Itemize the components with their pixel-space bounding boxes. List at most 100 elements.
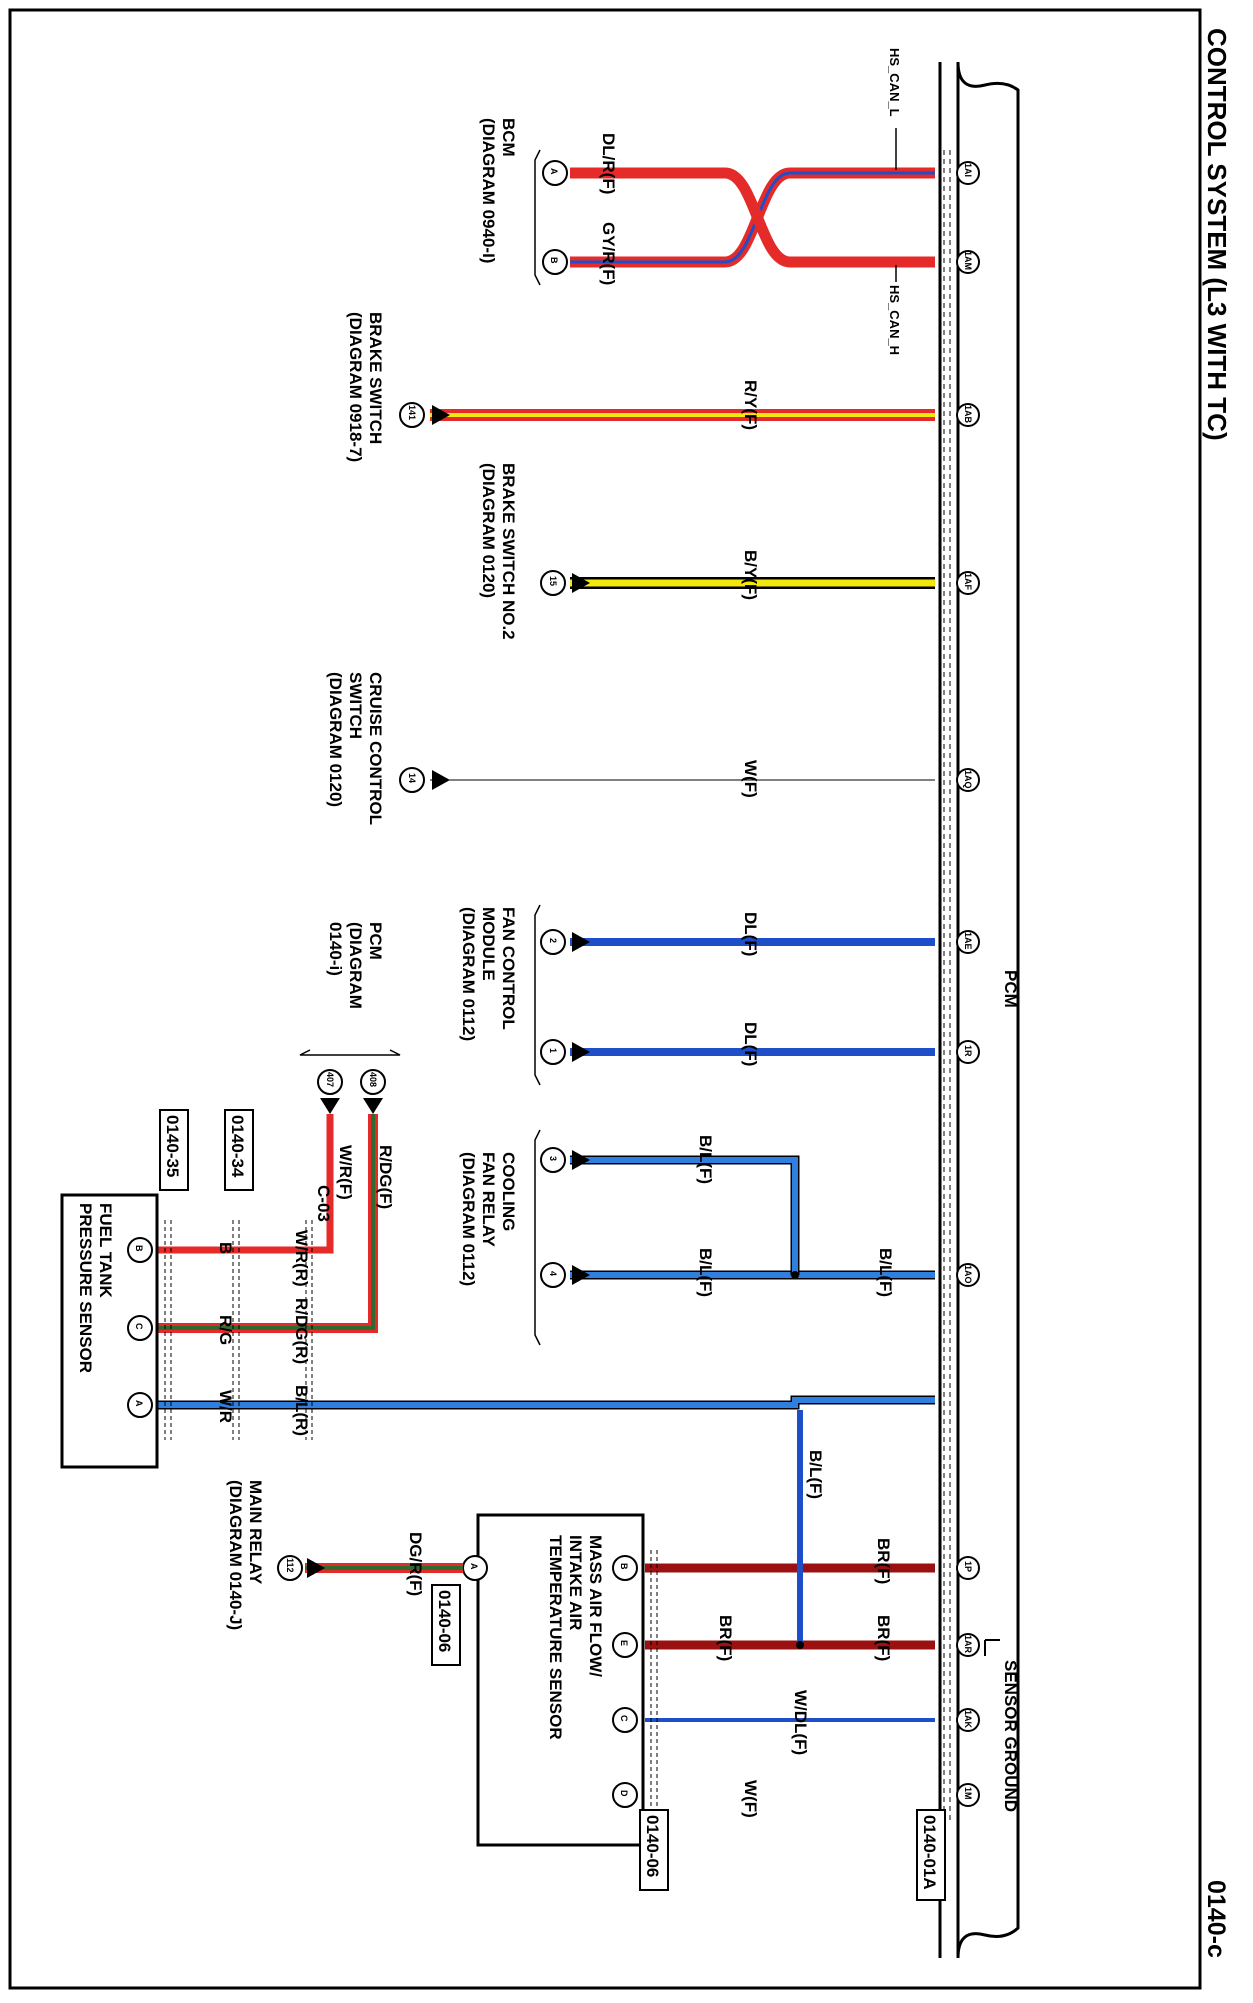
maf-pin-b (612, 1555, 638, 1581)
cruise-ref: (DIAGRAM 0120) (326, 672, 345, 807)
maf-pin-c (612, 1707, 638, 1733)
maf-ref: 0140-06 (643, 1815, 662, 1877)
pcm-pin-1ab (956, 403, 980, 427)
cruise-name-1: CRUISE CONTROL (366, 672, 385, 825)
rg-label: R/G (216, 1315, 235, 1345)
brake-switch-pin (399, 402, 425, 428)
svg-text:1AO: 1AO (963, 1265, 973, 1284)
fuel-sensor-pin-a (127, 1392, 153, 1418)
wr-f-label: W/R(F) (336, 1145, 355, 1200)
svg-text:1AM: 1AM (963, 251, 973, 270)
pcm-pin-1p (956, 1556, 980, 1580)
page-title: CONTROL SYSTEM (L3 WITH TC) (1202, 28, 1232, 441)
svg-text:14: 14 (407, 773, 417, 783)
fan-module-name-2: MODULE (479, 907, 498, 981)
fuel-sensor-name-2: PRESSURE SENSOR (76, 1203, 95, 1373)
svg-text:A: A (134, 1400, 144, 1407)
pcm-pin-1m (956, 1783, 980, 1807)
joint-label: C-03 (314, 1185, 333, 1222)
fan-module-wire-1: DL(F) (741, 1022, 760, 1066)
maf-wire-c-label: W/DL(F) (791, 1690, 810, 1755)
ref-box-0140-34 (224, 1109, 254, 1191)
bcm-pin-b (542, 249, 568, 275)
svg-text:B: B (549, 257, 559, 264)
can-bus-wires (570, 167, 935, 268)
bcm-wire-a: DL/R(F) (599, 133, 618, 194)
maf-wire-d-label: W(F) (741, 1780, 760, 1818)
maf-wire-e-pcm-label: BR(F) (874, 1615, 893, 1661)
ref-box-0140-35 (159, 1109, 189, 1191)
svg-text:C: C (134, 1323, 144, 1330)
main-relay-wire-label: DG/R(F) (406, 1532, 425, 1596)
cooling-relay-pin-3 (540, 1147, 566, 1173)
pcm-pin-1aq (956, 768, 980, 792)
svg-text:1AQ: 1AQ (963, 770, 973, 789)
svg-text:B: B (619, 1563, 629, 1570)
cooling-wire-main: B/L(F) (876, 1248, 895, 1297)
svg-text:A: A (469, 1563, 479, 1570)
brake-switch-ref: (DIAGRAM 0918-7) (346, 312, 365, 462)
wr-label: W/R (216, 1390, 235, 1423)
cooling-wire-3: B/L(F) (696, 1135, 715, 1184)
svg-text:A: A (549, 168, 559, 175)
rdg-f-label: R/DG(F) (376, 1145, 395, 1209)
bcm-wire-b: GY/R(F) (599, 222, 618, 285)
ref-0140-35: 0140-35 (163, 1115, 182, 1177)
fan-module-pin-1 (540, 1039, 566, 1065)
svg-text:1AF: 1AF (963, 573, 973, 591)
cruise-name-2: SWITCH (346, 672, 365, 739)
svg-text:1: 1 (548, 1048, 558, 1053)
b-label: B (216, 1242, 235, 1254)
pcm-ref-1: PCM (366, 922, 385, 960)
svg-text:112: 112 (285, 1558, 295, 1573)
svg-text:407: 407 (325, 1072, 335, 1087)
svg-text:1P: 1P (963, 1561, 973, 1572)
svg-text:1M: 1M (963, 1787, 973, 1800)
maf-name-1: MASS AIR FLOW/ (586, 1535, 605, 1677)
maf-ref-box-2 (431, 1584, 461, 1666)
pcm-pins: 1AI 1AM 1AB 1AF 1AQ 1AE 1R 1AO 1P 1AR 1A… (956, 161, 980, 1807)
hs-can-h-label: HS_CAN_H (887, 285, 902, 355)
svg-text:B: B (134, 1245, 144, 1252)
svg-text:C: C (619, 1715, 629, 1722)
pcm-pin-1ar (956, 1633, 980, 1657)
brake-switch-2-wire-label: B/Y(F) (741, 550, 760, 600)
brake-switch-2-pin (540, 570, 566, 596)
fuel-sensor-name-1: FUEL TANK (96, 1203, 115, 1298)
bcm-bracket (534, 149, 541, 286)
wr-wire (140, 1114, 334, 1254)
svg-text:1R: 1R (963, 1045, 973, 1057)
svg-text:1AE: 1AE (963, 932, 973, 950)
bcm-name: BCM (499, 118, 518, 157)
pcm-connector-ref: 0140-01A (920, 1815, 939, 1890)
pcm-connector-ref-box (916, 1809, 946, 1901)
fan-module-ref: (DIAGRAM 0112) (459, 907, 478, 1041)
maf-pin-e (612, 1632, 638, 1658)
rdg-wire (140, 1114, 378, 1333)
maf-ref-box (639, 1809, 669, 1891)
pcm-pin-1ae (956, 930, 980, 954)
maf-name-3: TEMPERATURE SENSOR (546, 1535, 565, 1740)
fan-module-wire-2: DL(F) (741, 912, 760, 956)
svg-text:141: 141 (407, 405, 417, 420)
pcm-pin-1r (956, 1040, 980, 1064)
svg-text:15: 15 (548, 576, 558, 586)
svg-text:1AB: 1AB (963, 405, 973, 424)
pcm-ref-pin-407 (317, 1069, 343, 1095)
page-border (8, 8, 1202, 1990)
pcm-ref-3: 0140-i) (326, 922, 345, 976)
pcm-pin-1ao (956, 1263, 980, 1287)
page-code: 0140-c (1202, 1880, 1230, 1958)
pcm-ref-2: (DIAGRAM (346, 922, 365, 1009)
cooling-name-2: FAN RELAY (479, 1152, 498, 1247)
fuel-sensor-pin-b (127, 1237, 153, 1263)
cruise-pin (399, 767, 425, 793)
maf-wire-e-label: BR(F) (716, 1615, 735, 1661)
bcm-ref: (DIAGRAM 0940-I) (479, 118, 498, 263)
cooling-name-1: COOLING (499, 1152, 518, 1231)
bcm-pin-a (542, 160, 568, 186)
pcm-pin-1am (956, 250, 980, 274)
pcm-pin-1af (956, 571, 980, 595)
